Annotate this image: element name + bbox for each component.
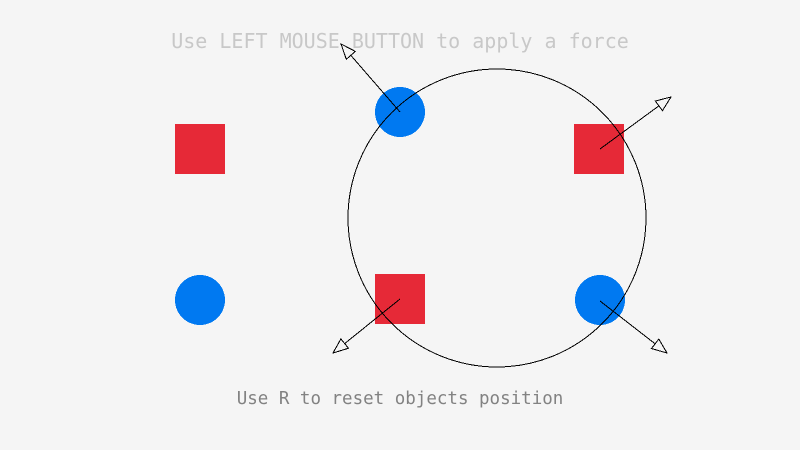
red-box-right[interactable] <box>574 124 624 174</box>
force-arrow-shaft <box>599 105 660 150</box>
force-arrow-shaft <box>350 55 401 113</box>
force-arrow-head <box>340 42 357 61</box>
force-arrow-shaft <box>344 298 401 344</box>
red-box-left[interactable] <box>175 124 225 174</box>
instruction-bottom: Use R to reset objects position <box>236 389 564 409</box>
instruction-top: Use LEFT MOUSE BUTTON to apply a force <box>171 29 629 53</box>
force-arrow-head <box>654 96 673 112</box>
boundary-circle <box>347 68 647 368</box>
force-arrow-head <box>650 338 669 354</box>
force-arrow-shaft <box>599 300 656 345</box>
force-arrow-head <box>331 338 350 354</box>
blue-ball-left[interactable] <box>175 275 225 325</box>
blue-ball-bottom-right[interactable] <box>575 275 625 325</box>
